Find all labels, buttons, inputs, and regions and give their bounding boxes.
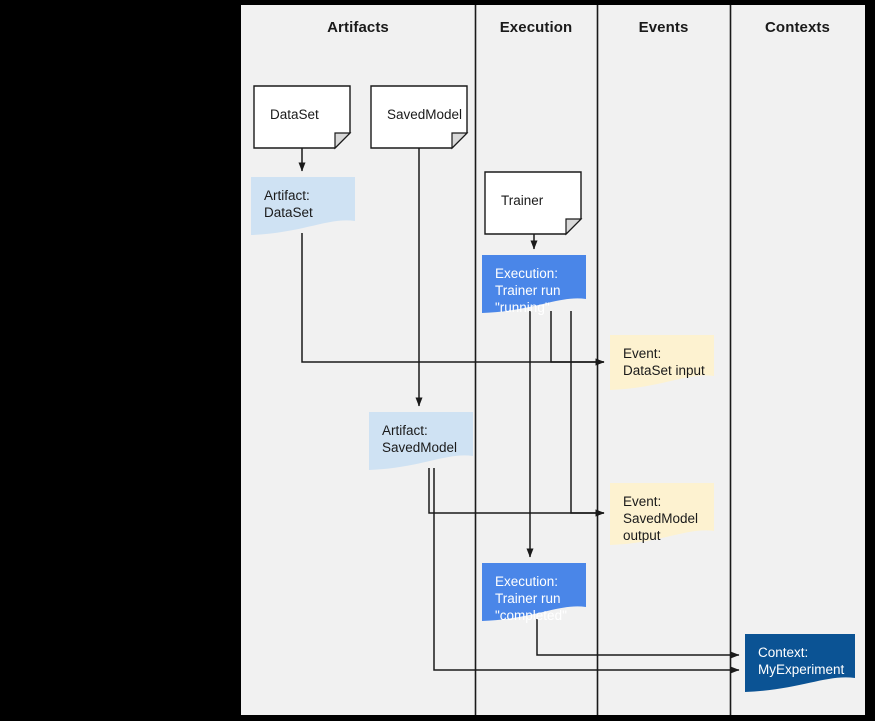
diagram-canvas: Artifacts Execution Events Contexts Data… [241, 5, 865, 715]
column-header-contexts: Contexts [765, 19, 830, 36]
edge-exec-to-event-in [550, 311, 605, 366]
node-artifact-savedmodel[interactable]: Artifact: SavedModel [369, 412, 473, 470]
node-shape-layer [251, 85, 855, 692]
node-exec-completed[interactable]: Execution: Trainer run "completed" [482, 563, 586, 623]
edge-exec-to-event-out [570, 311, 605, 517]
node-exec-running-label: Execution: Trainer run "running" [495, 266, 561, 315]
exec-completed-shape[interactable] [482, 563, 586, 621]
doc-trainer-shape[interactable] [484, 171, 583, 236]
column-header-execution: Execution [499, 19, 573, 36]
node-exec-running[interactable]: Execution: Trainer run "running" [482, 255, 586, 315]
artifact-savedmodel-shape[interactable] [369, 412, 473, 470]
node-event-dataset-input-label: Event: DataSet input [623, 346, 705, 378]
node-artifact-savedmodel-label: Artifact: SavedModel [382, 423, 458, 455]
node-doc-savedmodel-label: SavedModel [387, 107, 463, 122]
exec-running-shape[interactable] [482, 255, 586, 313]
node-doc-savedmodel[interactable]: SavedModel [371, 86, 467, 148]
node-doc-dataset[interactable]: DataSet [254, 86, 350, 148]
edge-artifact-sm-to-event-out [428, 468, 605, 517]
edge-artifact-to-event-in [301, 233, 605, 366]
diagram-svg-layer [251, 5, 855, 715]
edge-completed-to-context [536, 619, 740, 659]
node-event-savedmodel-output[interactable]: Event: SavedModel output [610, 483, 714, 545]
node-context-myexperiment[interactable]: Context: MyExperiment [745, 634, 855, 692]
node-event-dataset-input[interactable]: Event: DataSet input [610, 335, 714, 387]
column-header-artifacts: Artifacts [327, 19, 389, 36]
edge-artifact-sm-to-context [433, 468, 740, 674]
context-myexp-shape[interactable] [745, 634, 855, 692]
doc-dataset-shape[interactable] [253, 85, 352, 150]
node-artifact-dataset-label: Artifact: DataSet [264, 188, 313, 220]
node-context-myexperiment-label: Context: MyExperiment [758, 645, 845, 677]
edge-layer [298, 148, 740, 674]
node-event-savedmodel-output-label: Event: SavedModel output [623, 494, 699, 543]
node-doc-trainer[interactable]: Trainer [485, 172, 581, 234]
doc-savedmodel-shape[interactable] [370, 85, 469, 150]
node-doc-dataset-label: DataSet [270, 107, 319, 122]
event-savedmodel-out-shape[interactable] [610, 483, 714, 545]
column-header-events: Events [638, 19, 689, 36]
node-doc-trainer-label: Trainer [501, 193, 544, 208]
node-exec-completed-label: Execution: Trainer run "completed" [495, 574, 567, 623]
node-artifact-dataset[interactable]: Artifact: DataSet [251, 177, 355, 235]
event-dataset-in-shape[interactable] [610, 335, 714, 390]
artifact-dataset-shape[interactable] [251, 177, 355, 235]
